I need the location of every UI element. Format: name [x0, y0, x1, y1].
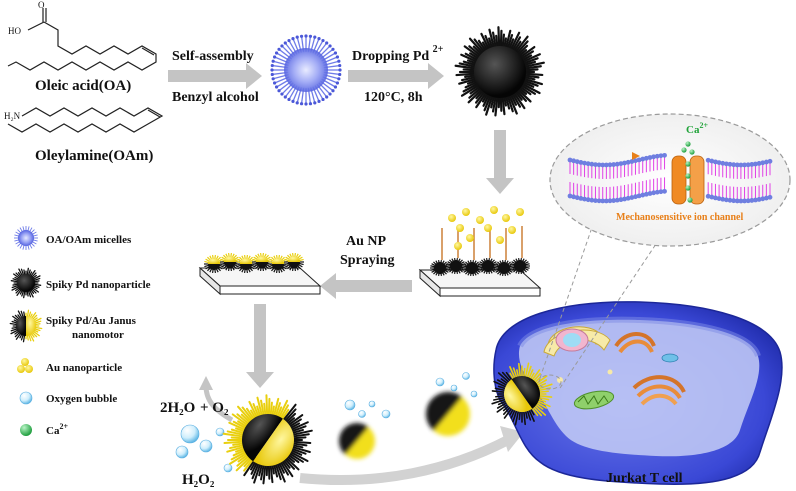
spiky-pd-icon: [10, 267, 42, 299]
mitochondria: [573, 390, 615, 410]
self-assembly-arrow: [168, 63, 262, 89]
legend-label-bubble: Oxygen bubble: [46, 393, 117, 405]
legend-label-janus-line2: nanomotor: [72, 329, 124, 341]
mechanosensitive-channel: [671, 141, 705, 205]
legend: OA/OAm micelles Spiky Pd nanoparticle Sp…: [9, 226, 151, 437]
janus-nanomotor-large: [222, 394, 313, 485]
oleylamine-label: Oleylamine(OAm): [35, 148, 153, 164]
self-assembly-label: Self-assembly: [172, 49, 254, 64]
oleic-acid-structure: [7, 8, 157, 71]
legend-label-spiky-pd: Spiky Pd nanoparticle: [46, 279, 151, 291]
down-arrow-left: [246, 304, 274, 388]
janus-motion-2: [426, 392, 470, 436]
endoplasmic-reticulum: [543, 326, 611, 357]
oleic-acid-o-label: O: [38, 0, 45, 10]
dropping-pd-arrow: [348, 63, 444, 89]
spiky-pd-particle: [454, 26, 545, 117]
oxygen-bubble-icon: [19, 391, 33, 405]
reactant-h2o2: H₂O₂: [182, 472, 215, 488]
janus-motion-1: [339, 423, 375, 459]
oxygen-bubbles-middle: [344, 372, 478, 419]
au-np-label: Au NP: [346, 234, 387, 249]
substrate-right: [418, 206, 542, 298]
cell-label: Jurkat T cell: [606, 471, 683, 486]
zoom-indicator: [538, 209, 661, 390]
golgi-apparatus: [614, 332, 686, 406]
jurkat-t-cell: [493, 301, 783, 485]
calcium-ion-icon: [20, 424, 32, 436]
oleylamine-h2n-label: H₂N: [4, 111, 21, 121]
spraying-arrow: [320, 273, 412, 299]
legend-label-au: Au nanoparticle: [46, 362, 122, 374]
micelle: [270, 34, 342, 106]
oleylamine-structure: [7, 107, 164, 133]
spraying-label: Spraying: [340, 253, 394, 268]
product-oxygen: + O₂: [200, 400, 229, 416]
janus-icon: [9, 309, 43, 343]
oxygen-bubbles-left: [175, 424, 233, 473]
reaction-curved-arrow: [199, 376, 234, 423]
legend-label-janus: Spiky Pd/Au Janus: [46, 315, 137, 327]
pd-charge: 2+: [433, 44, 444, 55]
motion-arrow: [299, 426, 524, 485]
product-water: 2H₂O: [160, 400, 195, 416]
oleic-acid-ho-label: HO: [8, 26, 21, 36]
legend-label-calcium: Ca2+: [46, 422, 68, 437]
down-arrow-right: [486, 130, 514, 194]
benzyl-alcohol-label: Benzyl alcohol: [172, 90, 259, 105]
janus-nanomotor-attached: [491, 362, 553, 426]
substrate-left: [198, 252, 322, 296]
micelle-icon: [14, 226, 38, 250]
oleic-acid-label: Oleic acid(OA): [35, 78, 131, 94]
conditions-label: 120°C, 8h: [364, 90, 423, 105]
dropping-pd-label: Dropping Pd 2+: [352, 44, 444, 64]
au-nanoparticle-icon: [17, 358, 33, 373]
legend-label-micelles: OA/OAm micelles: [46, 234, 132, 246]
inset-calcium-label: Ca2+: [686, 121, 708, 136]
channel-label: Mechanosensitive ion channel: [616, 212, 743, 223]
membrane-inset: Ca2+ Mechanosensitive ion channel: [549, 113, 791, 247]
vesicles: [557, 353, 679, 383]
